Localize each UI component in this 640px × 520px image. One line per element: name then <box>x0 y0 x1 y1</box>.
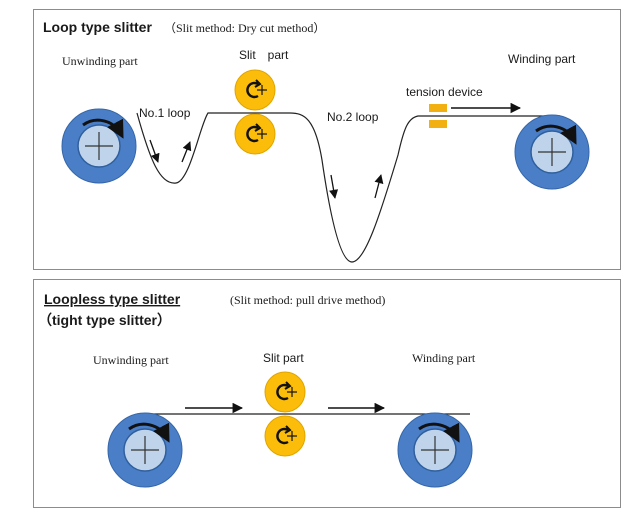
loop-wind-roll-icon <box>515 115 589 189</box>
loop-web-path <box>136 112 560 263</box>
loopless-slitter-title-line1: Loopless type slitter <box>44 291 181 307</box>
loop-slit-roll-bottom-icon <box>233 112 277 156</box>
loopless-wind-roll-icon <box>398 413 472 487</box>
tension-device-label: tension device <box>406 85 483 99</box>
loopless-slitter-method: (Slit method: pull drive method) <box>230 293 385 307</box>
loop2-up-arrow-icon <box>374 174 384 199</box>
loop-unwinding-label: Unwinding part <box>62 54 138 68</box>
loopless-slit-roll-top-icon <box>263 370 307 414</box>
loop1-up-arrow-icon <box>181 141 192 163</box>
loop2-down-arrow-icon <box>329 174 339 199</box>
loopless-unwind-roll-icon <box>108 413 182 487</box>
loopless-slit-roll-bottom-icon <box>263 414 307 458</box>
loop2-label: No.2 loop <box>327 110 379 124</box>
loop-slit-label: Slit part <box>239 48 289 62</box>
loop1-label: No.1 loop <box>139 106 191 120</box>
tension-device-bottom-icon <box>429 120 447 128</box>
loop-winding-label: Winding part <box>508 52 576 66</box>
loopless-winding-label: Winding part <box>412 351 476 365</box>
loop-slitter-title: Loop type slitter <box>43 19 152 35</box>
loopless-unwinding-label: Unwinding part <box>93 353 169 367</box>
loop-slit-roll-top-icon <box>233 68 277 112</box>
loop-slitter-method: （Slit method: Dry cut method） <box>164 21 325 35</box>
tension-device-top-icon <box>429 104 447 112</box>
loopless-slit-label: Slit part <box>263 351 304 365</box>
loop-unwind-roll-icon <box>62 109 136 183</box>
loop1-down-arrow-icon <box>149 139 160 163</box>
loopless-slitter-title-line2: （tight type slitter） <box>38 312 171 328</box>
